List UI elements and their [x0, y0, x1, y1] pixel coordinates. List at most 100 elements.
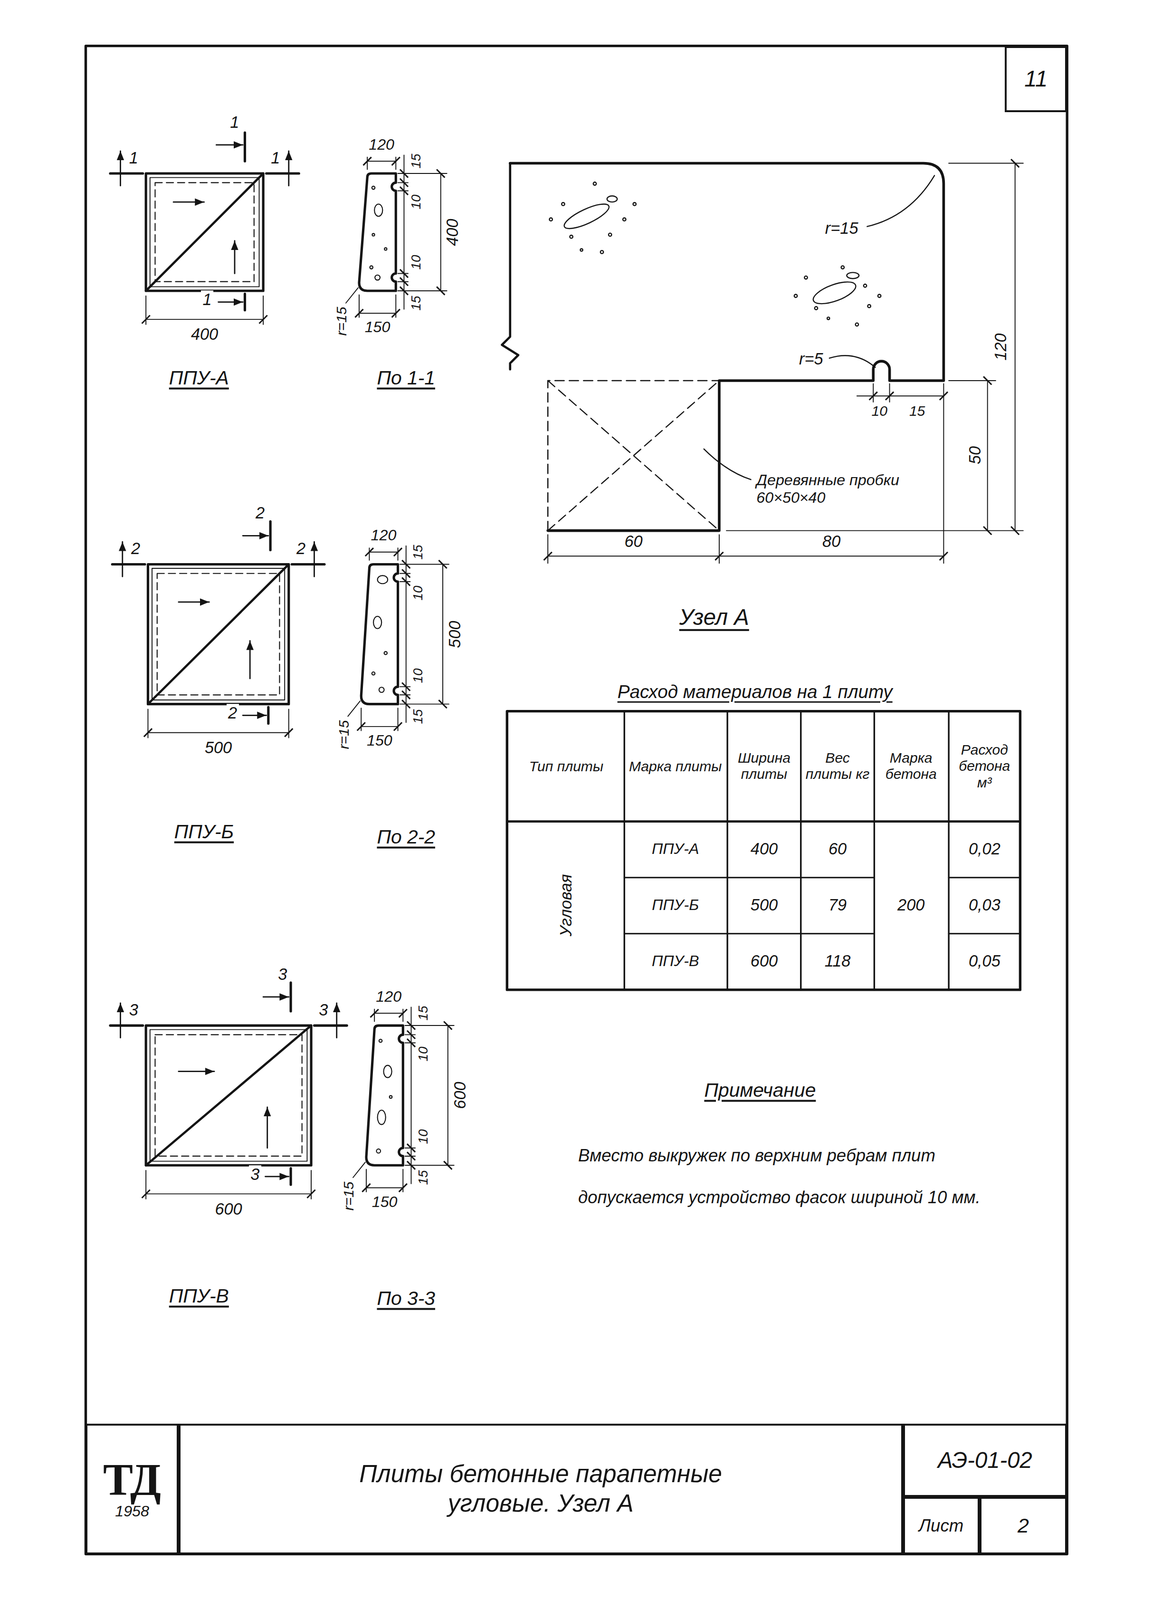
section-profile	[374, 275, 381, 281]
section-mark-lines	[263, 996, 289, 998]
dimension-lines	[288, 708, 290, 738]
concrete-texture	[593, 181, 597, 185]
concrete-texture	[794, 294, 798, 298]
dimension-lines	[405, 1155, 416, 1157]
table-header: Марка бетона	[876, 749, 946, 783]
table-grid	[506, 711, 1020, 990]
detail-outline	[547, 380, 720, 531]
plan-view	[234, 240, 236, 274]
leader-lines	[866, 175, 935, 227]
dimension-lines	[402, 1009, 404, 1022]
section-profile	[374, 203, 383, 217]
dimension: 15	[408, 294, 424, 312]
table-cell: 118	[822, 951, 853, 971]
dimension-lines	[397, 707, 399, 731]
concrete-texture	[549, 217, 553, 221]
dimension-lines	[547, 163, 1024, 564]
table-grid	[947, 711, 950, 990]
detail-outline	[547, 380, 720, 531]
table-cell: 200	[895, 895, 927, 915]
table-header: Вес плиты кг	[802, 749, 873, 783]
table-header: Тип плиты	[514, 757, 618, 775]
section-profile	[371, 186, 375, 190]
dimension-lines	[395, 295, 397, 318]
table-grid	[624, 932, 875, 934]
radius-note: r=15	[823, 219, 860, 239]
code-box: АЭ-01-02	[903, 1423, 1068, 1497]
dimension: 60	[622, 532, 645, 552]
section-title: По 2-2	[374, 825, 438, 848]
plan-view	[266, 1106, 268, 1148]
detail-outline	[502, 163, 519, 370]
dimension-lines	[395, 157, 397, 170]
dimension-lines	[942, 383, 944, 563]
section-profile	[383, 1065, 392, 1078]
dimension-lines	[410, 1164, 412, 1184]
dimension-lines	[310, 1170, 312, 1199]
section-mark-lines	[289, 982, 293, 1011]
dimension-lines	[889, 383, 891, 402]
section-profile	[377, 1109, 386, 1124]
section-mark-lines	[242, 714, 267, 716]
dimension-lines	[405, 545, 407, 565]
dimension-lines	[400, 694, 410, 696]
section-mark: 1	[228, 113, 241, 133]
dimension-lines	[360, 707, 362, 731]
table-grid	[800, 711, 802, 990]
section-mark-lines	[121, 541, 124, 577]
section-mark-lines	[265, 1175, 289, 1177]
dimension: 10	[408, 253, 424, 272]
section-mark-lines	[266, 706, 270, 724]
dimension-lines	[405, 1147, 416, 1149]
section-mark: 3	[127, 1000, 140, 1020]
dimension-lines	[398, 172, 448, 174]
section-mark-lines	[291, 562, 325, 566]
table-grid	[623, 711, 626, 990]
dimension: 15	[410, 542, 426, 561]
detail-outline	[510, 163, 944, 531]
dimension: 15	[415, 1168, 431, 1187]
dimension-lines	[398, 190, 409, 192]
concrete-texture	[827, 316, 830, 320]
concrete-texture	[841, 265, 845, 269]
dimension: 10	[415, 1045, 431, 1063]
section-mark-lines	[335, 1002, 338, 1038]
concrete-texture	[855, 323, 859, 326]
dimension: 400	[189, 325, 220, 345]
dimension-lines	[145, 1192, 312, 1194]
plan-view	[173, 201, 204, 203]
dimension: 120	[367, 135, 396, 154]
dimension-lines	[345, 287, 359, 304]
concrete-texture	[867, 304, 871, 308]
section-profile	[384, 247, 387, 250]
dimension-lines	[352, 1162, 366, 1178]
concrete-texture	[607, 195, 618, 202]
section-mark-lines	[243, 293, 247, 310]
dimension: 10	[410, 666, 426, 685]
dimension-lines	[398, 290, 448, 292]
table-cell: 0,05	[966, 951, 1002, 971]
dimension-lines	[948, 162, 1024, 164]
dimension-lines	[405, 1024, 455, 1026]
detail-outline	[502, 163, 944, 531]
dimension-lines	[145, 1170, 147, 1199]
dimension-lines	[361, 725, 398, 727]
section-profile	[384, 651, 388, 655]
section-profile	[359, 173, 396, 291]
dimension-lines	[147, 732, 289, 734]
section-mark-lines	[110, 982, 347, 1185]
dimension: 120	[991, 331, 1011, 362]
concrete-texture	[569, 235, 573, 239]
table-cell: 600	[748, 951, 780, 971]
dimension-lines	[145, 295, 147, 325]
dimension-lines	[440, 173, 442, 291]
section-mark: 3	[276, 964, 289, 984]
dimension-lines	[373, 1009, 375, 1022]
dimension-lines	[262, 295, 264, 325]
section-profile	[379, 686, 385, 693]
section-profile	[361, 563, 398, 704]
table-cell: ППУ-В	[650, 952, 701, 970]
stamp-text: 11	[1024, 65, 1048, 93]
radius-note: r=15	[340, 1179, 358, 1212]
